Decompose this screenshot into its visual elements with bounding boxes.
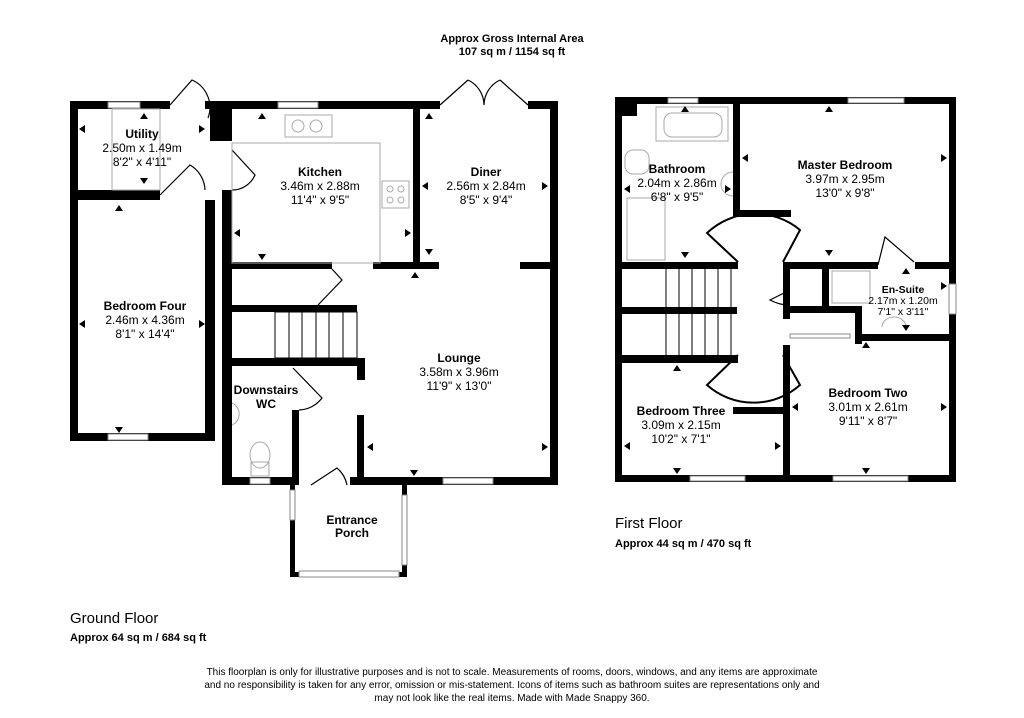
- room-name: Bedroom Four: [104, 299, 187, 313]
- gross-area-value: 107 sq m / 1154 sq ft: [459, 46, 566, 58]
- disclaimer-line: may not look like the real items. Made w…: [374, 693, 649, 704]
- room-diner: Diner 2.56m x 2.84m 8'5" x 9'4": [446, 165, 525, 207]
- first-staircase: [665, 269, 732, 355]
- room-metric: 2.17m x 1.20m: [868, 295, 938, 307]
- room-entrance-porch: Entrance Porch: [326, 513, 378, 540]
- room-imperial: 11'4" x 9'5": [291, 193, 349, 207]
- first-floor-label: First Floor: [615, 515, 683, 532]
- room-kitchen: Kitchen 3.46m x 2.88m 11'4" x 9'5": [280, 165, 359, 207]
- room-metric: 3.97m x 2.95m: [805, 172, 884, 186]
- room-bedroom-four: Bedroom Four 2.46m x 4.36m 8'1" x 14'4": [104, 299, 187, 341]
- ground-floor-doors: [159, 79, 529, 486]
- room-bedroom-three: Bedroom Three 3.09m x 2.15m 10'2" x 7'1": [637, 404, 726, 446]
- room-downstairs-wc: Downstairs WC: [234, 383, 299, 411]
- disclaimer-line: This floorplan is only for illustrative …: [207, 667, 818, 678]
- first-floor-area: Approx 44 sq m / 470 sq ft: [615, 538, 752, 550]
- room-name-line2: WC: [256, 397, 276, 411]
- room-name: Downstairs: [234, 383, 299, 397]
- ground-floor-label: Ground Floor: [70, 610, 158, 627]
- room-name: Diner: [471, 165, 502, 179]
- room-imperial: 11'9" x 13'0": [427, 379, 492, 393]
- first-floor-fixtures: [624, 106, 907, 355]
- room-metric: 2.04m x 2.86m: [637, 176, 716, 190]
- room-name: Bedroom Two: [828, 386, 907, 400]
- room-name: Kitchen: [298, 165, 342, 179]
- room-metric: 2.50m x 1.49m: [102, 141, 181, 155]
- room-imperial: 6'8" x 9'5": [651, 190, 703, 204]
- room-metric: 3.58m x 3.96m: [419, 365, 498, 379]
- room-metric: 3.09m x 2.15m: [641, 418, 720, 432]
- room-imperial: 8'1" x 14'4": [115, 327, 174, 341]
- room-en-suite: En-Suite 2.17m x 1.20m 7'1" x 3'11": [868, 284, 938, 318]
- room-bathroom: Bathroom 2.04m x 2.86m 6'8" x 9'5": [637, 162, 716, 204]
- room-lounge: Lounge 3.58m x 3.96m 11'9" x 13'0": [419, 351, 498, 393]
- room-metric: 3.46m x 2.88m: [280, 179, 359, 193]
- disclaimer-line: and no responsibility is taken for any e…: [204, 680, 819, 691]
- ground-floor-fixtures: [111, 108, 410, 477]
- room-bedroom-two: Bedroom Two 3.01m x 2.61m 9'11" x 8'7": [828, 386, 907, 428]
- room-metric: 2.46m x 4.36m: [105, 313, 184, 327]
- first-floor-windows: [667, 97, 957, 482]
- room-name: Entrance: [326, 513, 378, 527]
- ground-staircase: [274, 311, 358, 359]
- gross-area-title: Approx Gross Internal Area: [440, 33, 584, 45]
- room-imperial: 8'2" x 4'11": [113, 155, 171, 169]
- room-name: Lounge: [437, 351, 481, 365]
- ground-floor-area: Approx 64 sq m / 684 sq ft: [70, 632, 207, 644]
- room-name: Bedroom Three: [637, 404, 726, 418]
- room-utility: Utility 2.50m x 1.49m 8'2" x 4'11": [102, 127, 181, 169]
- room-name: Master Bedroom: [798, 158, 893, 172]
- room-imperial: 7'1" x 3'11": [878, 306, 929, 318]
- first-floor-doors: [705, 212, 915, 404]
- room-name: Utility: [125, 127, 159, 141]
- room-metric: 2.56m x 2.84m: [446, 179, 525, 193]
- ground-floor-windows: [107, 101, 494, 578]
- room-imperial: 9'11" x 8'7": [839, 414, 897, 428]
- room-master-bedroom: Master Bedroom 3.97m x 2.95m 13'0" x 9'8…: [798, 158, 893, 200]
- room-imperial: 8'5" x 9'4": [460, 193, 512, 207]
- room-name: En-Suite: [882, 284, 925, 296]
- room-imperial: 10'2" x 7'1": [651, 432, 710, 446]
- room-name-line2: Porch: [335, 526, 369, 540]
- room-imperial: 13'0" x 9'8": [815, 186, 874, 200]
- room-name: Bathroom: [649, 162, 706, 176]
- room-metric: 3.01m x 2.61m: [828, 400, 907, 414]
